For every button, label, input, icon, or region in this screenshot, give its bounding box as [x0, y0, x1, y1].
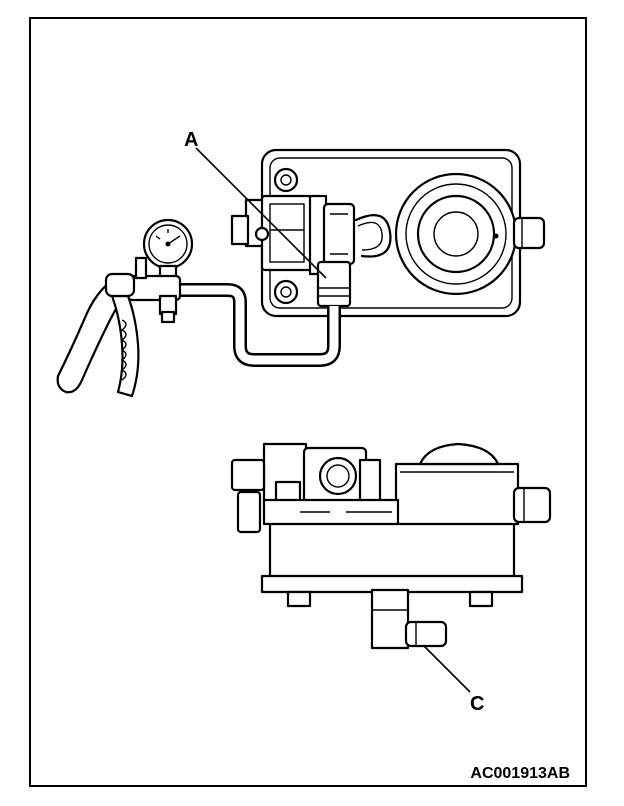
side-view-assembly — [230, 442, 552, 693]
callout-a-leader — [195, 147, 327, 279]
hand-vacuum-pump — [56, 218, 194, 398]
top-view-assembly — [56, 147, 546, 398]
callout-c-leader — [423, 645, 471, 693]
figure-code-label: AC001913AB — [470, 765, 570, 782]
figure-frame — [29, 17, 587, 787]
round-canister — [394, 172, 546, 296]
callout-label-a: A — [184, 129, 198, 151]
callout-label-c: C — [470, 693, 484, 715]
